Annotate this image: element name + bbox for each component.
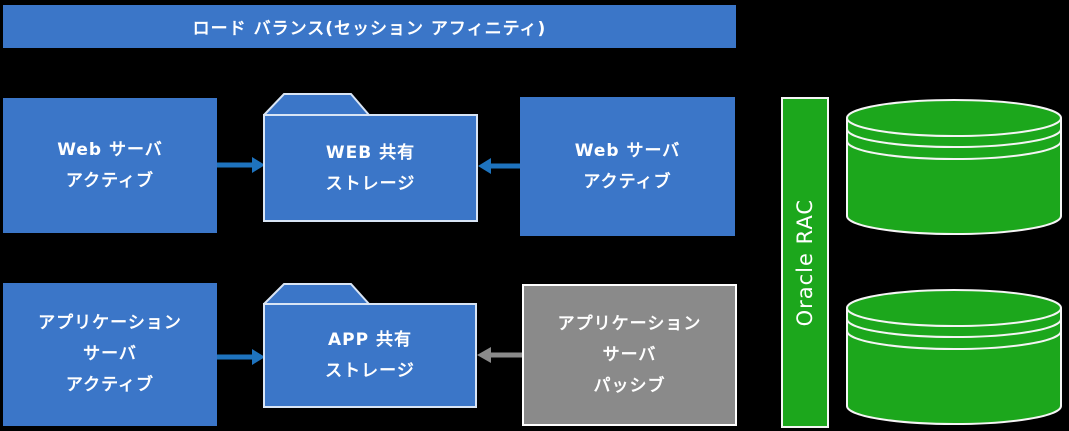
arrow-left-icon (478, 158, 521, 174)
box-label-line: Web サーバ (574, 140, 681, 161)
box-label-line: アクティブ (583, 171, 672, 192)
node-web-server-active-right: Web サーバ アクティブ (520, 97, 735, 236)
arrow-left-icon (477, 347, 522, 363)
node-app-server-active-left: アプリケーション サーバ アクティブ (3, 283, 217, 426)
oracle-rac-label: Oracle RAC (793, 198, 817, 327)
database-cylinder-icon (846, 99, 1062, 235)
folder-label-line: ストレージ (325, 361, 415, 381)
box-label-line: アクティブ (65, 170, 155, 191)
folder-label-line: WEB 共有 (325, 142, 416, 163)
load-balance-banner: ロード バランス(セッション アフィニティ) (3, 5, 736, 48)
node-web-server-active-left: Web サーバ アクティブ (3, 98, 217, 233)
node-web-shared-storage: WEB 共有 ストレージ (263, 115, 478, 222)
node-app-shared-storage: APP 共有 ストレージ (263, 304, 477, 408)
database-cylinder-icon (846, 289, 1062, 425)
arrow-right-icon (217, 157, 265, 173)
box-label-line: アクティブ (65, 375, 155, 395)
box-label-line: アプリケーション (557, 313, 702, 334)
node-app-server-passive: アプリケーション サーバ パッシブ (522, 284, 737, 426)
folder-label-line: APP 共有 (328, 330, 412, 350)
folder-icon (263, 283, 477, 408)
box-label-line: パッシブ (593, 375, 666, 396)
folder-icon (263, 93, 478, 222)
load-balance-banner-label: ロード バランス(セッション アフィニティ) (192, 19, 547, 39)
box-label-line: Web サーバ (57, 139, 163, 160)
folder-label-line: ストレージ (325, 173, 416, 194)
arrow-right-icon (217, 349, 265, 365)
oracle-rac-bar: Oracle RAC (781, 97, 829, 428)
box-label-line: サーバ (602, 344, 657, 365)
box-label-line: サーバ (83, 344, 137, 364)
box-label-line: アプリケーション (38, 313, 182, 333)
